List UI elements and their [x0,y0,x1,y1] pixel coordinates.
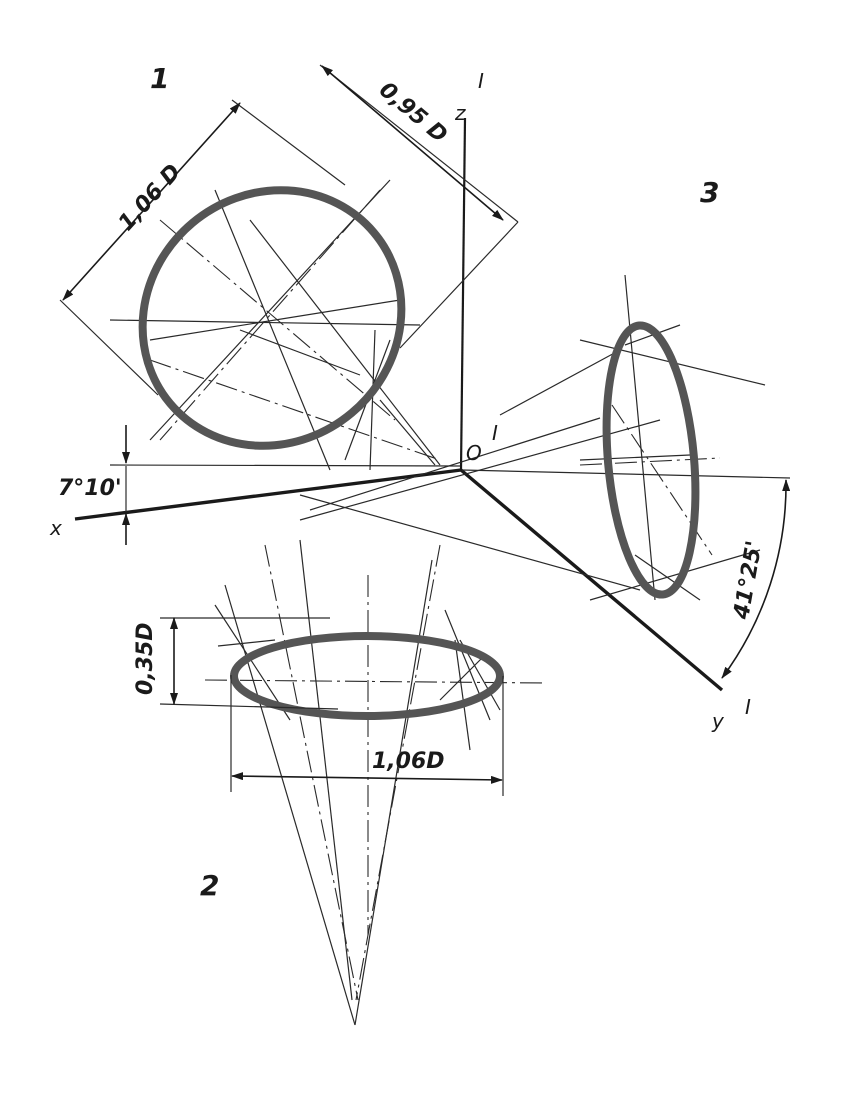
dimension-label-minor-2: 0,35D [133,622,158,695]
y-axis [459,468,724,692]
extension-line [159,703,339,710]
construction-line [214,189,331,471]
axis-tick-z: I [478,69,484,93]
construction-line [309,417,601,511]
construction-line [439,654,486,701]
view-label-2: 2 [200,869,219,902]
construction-line [149,299,401,341]
construction-line [634,554,701,601]
view-label-3: 3 [700,176,719,209]
z-axis [459,117,467,471]
center-line [204,679,546,684]
construction-line [399,221,519,349]
construction-line [239,329,361,376]
center-line [264,544,359,1001]
construction-line [59,299,159,396]
ellipse-view-2 [230,632,504,720]
construction-line [231,99,346,186]
view-3-ellipse-construction [299,274,791,679]
construction-line [379,399,436,466]
construction-line [299,419,661,521]
dimension-line-major-2 [231,772,503,784]
origin-label: O [466,441,482,465]
construction-line [369,329,376,471]
axis-tick-y: I [745,695,751,719]
dimension-arc-41-25 [721,479,791,679]
construction-line [454,639,471,751]
dimension-label-major-2: 1,06D [372,749,445,774]
construction-line [444,609,491,721]
construction-line [109,319,421,326]
center-line [159,189,381,441]
construction-line [299,539,353,1001]
dimension-line-major-1 [62,102,241,301]
dimension-line-minor-1 [321,65,504,221]
x-axis [74,468,462,521]
construction-line [299,494,641,591]
construction-line [249,219,441,466]
origin-tick: I [492,421,498,445]
labels: 1 2 3 z I x y I O I 1,06 D 0,95 D 0,35D … [49,62,768,902]
construction-line [354,559,433,1026]
center-line [159,219,396,421]
view-2-ellipse-construction [159,539,546,1026]
construction-line [579,454,691,461]
view-label-1: 1 [150,62,169,95]
center-line [149,359,441,461]
construction-line [214,604,291,721]
view-1-ellipse-construction [59,64,519,471]
axis-label-y: y [711,709,725,733]
axis-label-x: x [49,516,62,540]
construction-line [499,349,621,416]
axis-label-z: z [454,101,466,125]
construction-line [217,639,276,647]
dimension-label-minor-1: 0,95 D [374,77,452,148]
horizontal-reference-line-right [461,469,791,479]
angle-label-7-10: 7°10' [58,476,122,501]
horizontal-reference-line [109,464,461,467]
dimension-label-major-1: 1,06 D [114,160,186,236]
angle-label-41-25: 41°25' [729,539,768,622]
ellipse-view-3 [602,321,700,599]
